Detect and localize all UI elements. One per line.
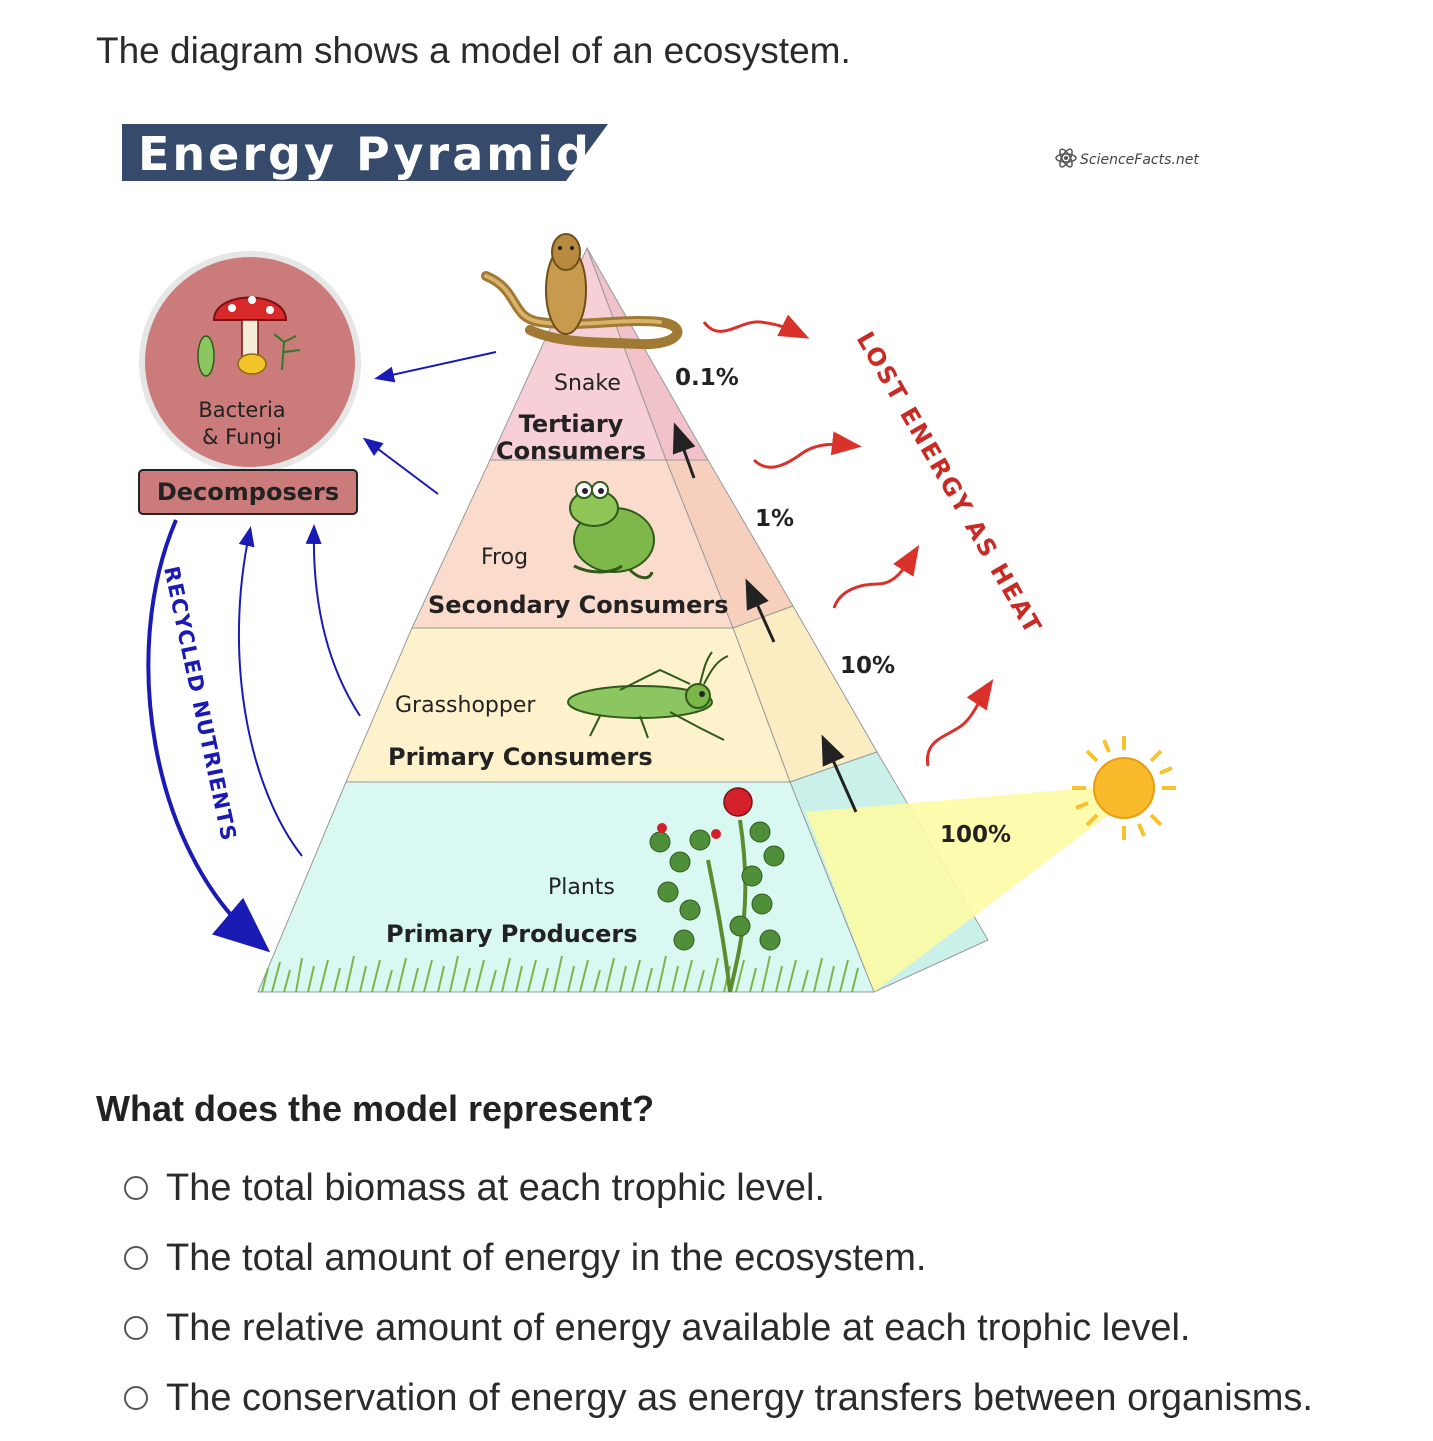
atom-icon bbox=[1055, 148, 1077, 168]
radio-button-1[interactable] bbox=[124, 1176, 148, 1200]
radio-button-3[interactable] bbox=[124, 1316, 148, 1340]
decomposers-box bbox=[138, 469, 358, 515]
grasshopper-label: Grasshopper bbox=[395, 693, 536, 718]
primary-producers-label: Primary Producers bbox=[386, 920, 638, 948]
to-decomposer-arrows bbox=[237, 351, 497, 857]
secondary-consumers-label: Secondary Consumers bbox=[428, 591, 729, 619]
snake-icon bbox=[481, 233, 683, 350]
option-2[interactable]: The total amount of energy in the ecosys… bbox=[124, 1230, 926, 1286]
intro-text: The diagram shows a model of an ecosyste… bbox=[96, 30, 851, 71]
percent-secondary: 1% bbox=[755, 506, 794, 532]
tertiary-consumers-label-2: Consumers bbox=[496, 437, 646, 465]
brand-logo: ScienceFacts.net bbox=[1080, 152, 1199, 168]
sunbeam bbox=[806, 786, 1128, 992]
energy-pyramid-diagram: Energy Pyramid ScienceFacts.net bbox=[122, 124, 1199, 993]
mushroom-icon bbox=[197, 296, 301, 377]
percent-tertiary: 0.1% bbox=[675, 365, 739, 391]
banner-title: Energy Pyramid bbox=[138, 127, 592, 181]
decomposers-line2: & Fungi bbox=[202, 425, 282, 449]
option-3[interactable]: The relative amount of energy available … bbox=[124, 1300, 1190, 1356]
energy-flow-arrows bbox=[672, 422, 858, 813]
primary-consumers-label: Primary Consumers bbox=[388, 743, 653, 771]
sun-icon bbox=[1072, 736, 1176, 840]
percent-producers: 100% bbox=[940, 822, 1011, 848]
option-1-label: The total biomass at each trophic level. bbox=[166, 1166, 826, 1209]
recycled-nutrients-arrow bbox=[146, 519, 271, 953]
frog-label: Frog bbox=[481, 545, 528, 570]
option-2-label: The total amount of energy in the ecosys… bbox=[166, 1236, 927, 1279]
plant-icon bbox=[649, 787, 785, 993]
decomposers-label: Decomposers bbox=[157, 478, 339, 506]
option-3-label: The relative amount of energy available … bbox=[166, 1306, 1191, 1349]
frog-icon bbox=[569, 481, 655, 580]
radio-button-4[interactable] bbox=[124, 1386, 148, 1410]
lost-energy-label: LOST ENERGY AS HEAT bbox=[851, 327, 1048, 640]
option-1[interactable]: The total biomass at each trophic level. bbox=[124, 1160, 825, 1216]
heat-arrows bbox=[702, 314, 994, 767]
plants-label: Plants bbox=[548, 875, 615, 900]
percent-primary-consumers: 10% bbox=[840, 653, 895, 679]
decomposers-line1: Bacteria bbox=[198, 398, 285, 422]
option-4-label: The conservation of energy as energy tra… bbox=[166, 1376, 1313, 1419]
radio-button-2[interactable] bbox=[124, 1246, 148, 1270]
title-banner bbox=[122, 124, 608, 181]
question-text: What does the model represent? bbox=[96, 1088, 655, 1129]
snake-label: Snake bbox=[554, 371, 621, 396]
grasshopper-icon bbox=[567, 651, 729, 741]
option-4[interactable]: The conservation of energy as energy tra… bbox=[124, 1370, 1313, 1426]
tertiary-consumers-label-1: Tertiary bbox=[519, 410, 624, 438]
